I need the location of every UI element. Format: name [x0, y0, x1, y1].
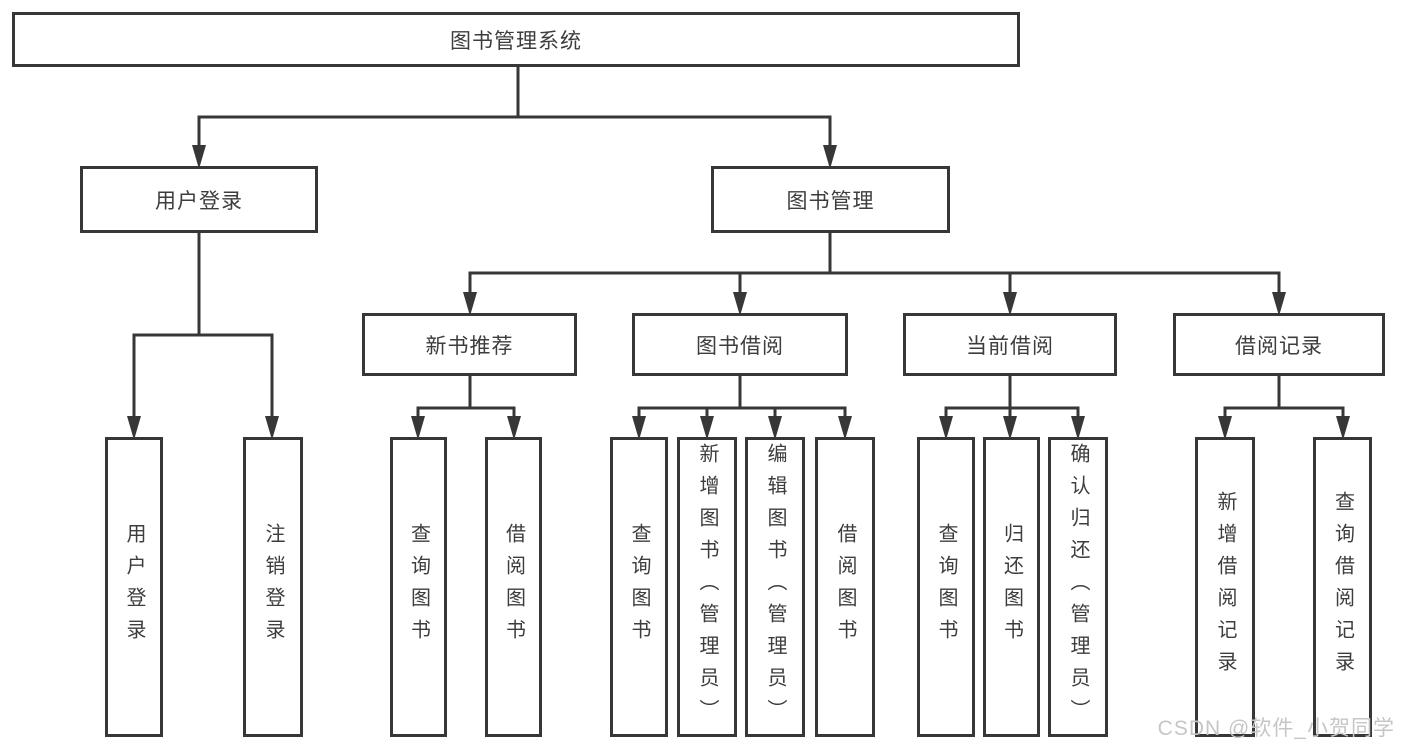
connector-bookmgmt-to-level2: [468, 233, 1281, 295]
arrow-down-icon: [463, 292, 1286, 316]
connector-borrowrecords-to-leaves: [1223, 376, 1345, 420]
leaf-query-books-borrow: 查询图书: [610, 437, 668, 737]
arrow-down-icon: [127, 416, 279, 440]
leaf-add-borrow-record: 新增借阅记录: [1195, 437, 1255, 737]
leaf-logout: 注销登录: [243, 437, 303, 737]
leaf-user-login: 用户登录: [105, 437, 163, 737]
leaf-query-books-current: 查询图书: [917, 437, 975, 737]
root-node-library-system: 图书管理系统: [12, 12, 1020, 67]
leaf-edit-books-admin: 编辑图书（管理员）: [745, 437, 805, 737]
node-user-login: 用户登录: [80, 166, 318, 233]
leaf-return-books: 归还图书: [983, 437, 1040, 737]
arrow-down-icon: [939, 416, 1085, 440]
arrow-down-icon: [411, 416, 521, 440]
connector-currentborrow-to-leaves: [944, 376, 1080, 420]
leaf-query-books-recommend: 查询图书: [390, 437, 447, 737]
node-book-management: 图书管理: [711, 166, 950, 233]
connector-bookborrow-to-leaves: [637, 376, 847, 420]
arrow-down-icon: [632, 416, 852, 440]
leaf-confirm-return-admin: 确认归还（管理员）: [1048, 437, 1108, 737]
connector-userlogin-to-leaves: [132, 233, 274, 420]
leaf-borrow-books-borrow: 借阅图书: [815, 437, 875, 737]
leaf-query-borrow-record: 查询借阅记录: [1313, 437, 1372, 737]
node-current-borrow: 当前借阅: [903, 313, 1117, 376]
leaf-borrow-books-recommend: 借阅图书: [485, 437, 542, 737]
arrow-down-icon: [192, 145, 837, 169]
connector-newbook-to-leaves: [416, 376, 516, 420]
arrow-down-icon: [1218, 416, 1350, 440]
leaf-add-books-admin: 新增图书（管理员）: [677, 437, 737, 737]
node-borrow-records: 借阅记录: [1173, 313, 1385, 376]
node-new-book-recommend: 新书推荐: [362, 313, 577, 376]
node-book-borrow: 图书借阅: [632, 313, 848, 376]
csdn-watermark: CSDN @软件_小贺同学: [1157, 717, 1395, 740]
connector-root-to-level1: [197, 67, 832, 148]
